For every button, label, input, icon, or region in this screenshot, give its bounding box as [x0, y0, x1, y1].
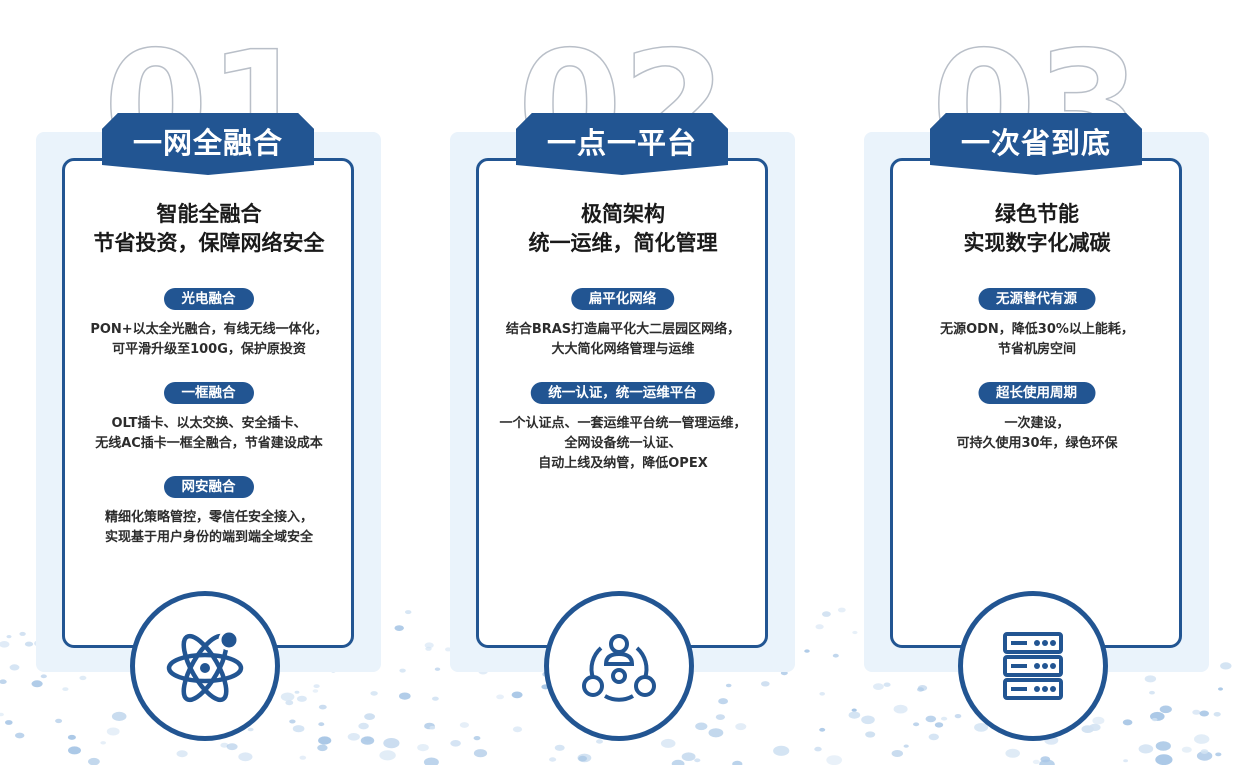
- feature-description-line: 可平滑升级至100G，保护原投资: [112, 342, 306, 357]
- feature-card-2: 02 一点一平台 极简架构 统一运维，简化管理 扁平化网络 结合BRAS打造扁平…: [450, 0, 795, 765]
- card-icon-badge: [958, 591, 1108, 741]
- feature-label: 超长使用周期: [978, 382, 1095, 404]
- feature-label: 扁平化网络: [570, 288, 675, 310]
- feature-description-line: 结合BRAS打造扁平化大二层园区网络，: [505, 322, 741, 337]
- card-icon-badge: [544, 591, 694, 741]
- card-subheadline: 实现数字化减碳: [963, 231, 1111, 255]
- card-subheadline: 统一运维，简化管理: [528, 231, 718, 255]
- card-headline: 绿色节能: [995, 202, 1079, 226]
- feature-description-line: 无源ODN，降低30%以上能耗，: [940, 322, 1134, 337]
- feature-description-line: 节省机房空间: [997, 342, 1076, 357]
- user-network-icon: [582, 634, 656, 702]
- feature-description-line: 一次建设，: [1004, 416, 1070, 431]
- card-number: 02: [517, 19, 727, 120]
- title-banner: [930, 113, 1142, 175]
- card-number: 03: [931, 19, 1141, 120]
- feature-card-3: 03 一次省到底 绿色节能 实现数字化减碳 无源替代有源 无源ODN，降低30%…: [864, 0, 1209, 765]
- feature-label: 一框融合: [163, 382, 254, 404]
- card-title: 一次省到底: [960, 126, 1111, 160]
- card-subheadline: 节省投资，保障网络安全: [93, 231, 325, 255]
- feature-description-line: PON+以太全光融合，有线无线一体化，: [90, 322, 328, 337]
- feature-label: 网安融合: [163, 476, 254, 498]
- title-banner: [516, 113, 728, 175]
- svg-text:03: 03: [932, 20, 1141, 120]
- feature-label: 无源替代有源: [978, 288, 1095, 310]
- card-title: 一网全融合: [132, 126, 283, 160]
- card-icon-badge: [130, 591, 280, 741]
- card-title: 一点一平台: [546, 126, 697, 160]
- feature-description-line: 大大简化网络管理与运维: [551, 342, 695, 357]
- svg-text:02: 02: [518, 20, 727, 120]
- feature-description-line: 实现基于用户身份的端到端全域安全: [104, 530, 313, 545]
- feature-label: 光电融合: [163, 288, 254, 310]
- feature-description-line: 一个认证点、一套运维平台统一管理运维，: [499, 416, 747, 431]
- feature-card-1: 01 一网全融合 智能全融合 节省投资，保障网络安全 光电融合 PON+以太全光…: [36, 0, 381, 765]
- feature-description-line: 自动上线及纳管，降低OPEX: [538, 456, 708, 471]
- card-headline: 智能全融合: [156, 202, 262, 226]
- card-headline: 极简架构: [581, 202, 665, 226]
- feature-description-line: OLT插卡、以太交换、安全插卡、: [111, 416, 307, 431]
- feature-description-line: 无线AC插卡一框全融合，节省建设成本: [95, 436, 323, 451]
- server-rack-icon: [1003, 632, 1063, 700]
- feature-description-line: 精细化策略管控，零信任安全接入，: [104, 510, 313, 525]
- atom-icon: [166, 629, 244, 703]
- feature-label: 统一认证，统一运维平台: [530, 382, 715, 404]
- feature-description-line: 全网设备统一认证、: [564, 436, 682, 451]
- card-number: 01: [103, 19, 313, 120]
- feature-description-line: 可持久使用30年，绿色环保: [956, 436, 1118, 451]
- svg-text:01: 01: [104, 20, 313, 120]
- title-banner: [102, 113, 314, 175]
